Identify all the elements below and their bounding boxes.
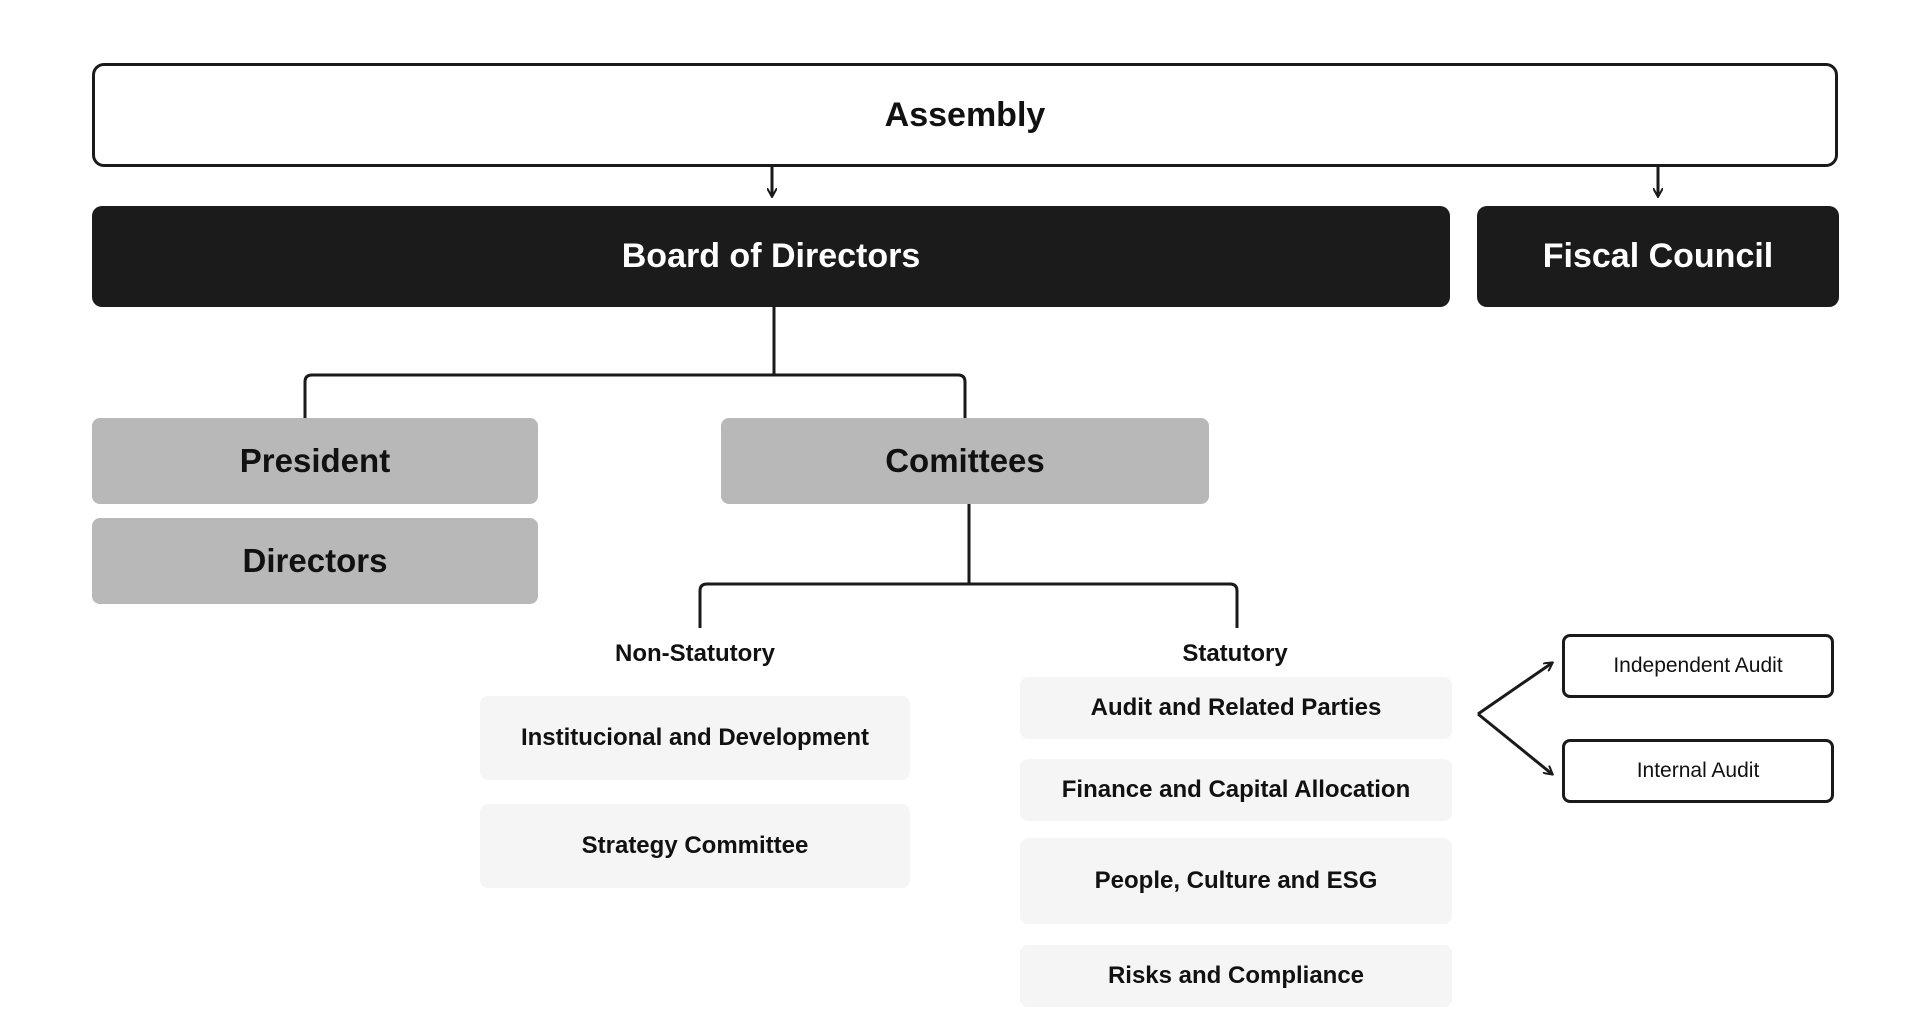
assembly-box: Assembly [92, 63, 1838, 167]
audit-label: Internal Audit [1636, 759, 1760, 782]
non-statutory-heading: Non-Statutory [615, 640, 775, 667]
fiscal-label: Fiscal Council [1542, 237, 1774, 275]
committee-people-culture-esg: People, Culture and ESG [1020, 838, 1452, 924]
comittees-label: Comittees [885, 442, 1045, 479]
committee-strategy: Strategy Committee [480, 804, 910, 888]
fork-to-internal-audit [1477, 712, 1552, 774]
committee-label: Finance and Capital Allocation [1061, 776, 1411, 803]
committee-label: People, Culture and ESG [1094, 867, 1378, 894]
board-branch-connector [303, 307, 967, 418]
board-of-directors-box: Board of Directors [92, 206, 1450, 307]
audit-label: Independent Audit [1613, 654, 1783, 677]
fiscal-council-box: Fiscal Council [1477, 206, 1839, 307]
president-box: President [92, 418, 538, 504]
directors-label: Directors [242, 542, 388, 579]
committee-finance-capital-allocation: Finance and Capital Allocation [1020, 759, 1452, 821]
comittees-branch-connector [698, 504, 1239, 628]
statutory-heading: Statutory [1182, 640, 1288, 667]
president-label: President [239, 442, 391, 479]
committee-label: Risks and Compliance [1107, 962, 1365, 989]
committee-risks-compliance: Risks and Compliance [1020, 945, 1452, 1007]
directors-box: Directors [92, 518, 538, 604]
committee-institucional-development: Institucional and Development [480, 696, 910, 780]
committee-label: Audit and Related Parties [1090, 694, 1382, 721]
internal-audit-box: Internal Audit [1562, 739, 1834, 803]
committee-label: Strategy Committee [581, 832, 809, 859]
board-label: Board of Directors [621, 237, 921, 275]
independent-audit-box: Independent Audit [1562, 634, 1834, 698]
committee-audit-related-parties: Audit and Related Parties [1020, 677, 1452, 739]
assembly-label: Assembly [884, 95, 1046, 134]
committee-label: Institucional and Development [520, 724, 870, 751]
fork-to-independent-audit [1477, 663, 1552, 716]
comittees-box: Comittees [721, 418, 1209, 504]
